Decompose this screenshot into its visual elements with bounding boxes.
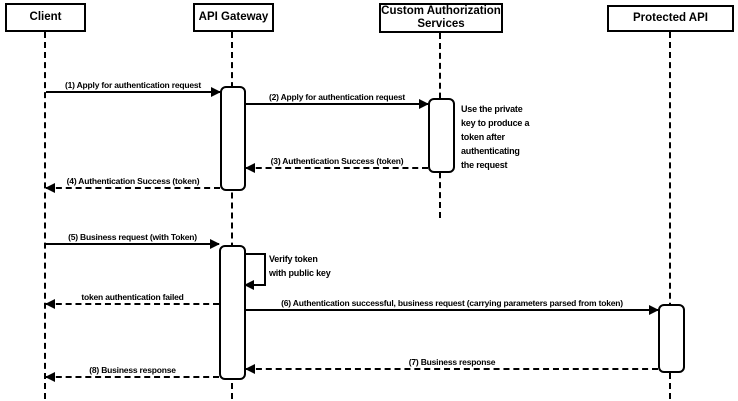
self-message-verify-token <box>244 253 266 290</box>
message-token-failed-line <box>46 303 219 305</box>
message-6-line <box>246 309 658 311</box>
arrowhead-left-icon <box>45 372 55 382</box>
arrowhead-left-icon <box>245 364 255 374</box>
arrowhead-left-icon <box>45 299 55 309</box>
actor-custom-auth: Custom Authorization Services <box>379 3 503 33</box>
message-2-label: (2) Apply for authentication request <box>268 92 406 102</box>
lifeline-api-gateway <box>231 32 233 399</box>
activation-custom-auth <box>428 98 455 173</box>
actor-api-gateway-label: API Gateway <box>198 10 269 23</box>
message-8-label: (8) Business response <box>89 365 176 375</box>
message-6-label: (6) Authentication successful, business … <box>281 298 623 308</box>
arrowhead-right-icon <box>210 239 220 249</box>
message-5-line <box>46 243 219 245</box>
message-3-label: (3) Authentication Success (token) <box>270 156 404 166</box>
message-4-line <box>46 187 220 189</box>
message-4-label: (4) Authentication Success (token) <box>66 176 200 186</box>
message-8-line <box>46 376 219 378</box>
message-token-failed-label: token authentication failed <box>81 292 184 302</box>
message-3-line <box>246 167 428 169</box>
message-7-label: (7) Business response <box>408 357 496 367</box>
message-5-label: (5) Business request (with Token) <box>68 232 197 242</box>
arrowhead-right-icon <box>419 99 429 109</box>
actor-client: Client <box>5 3 86 32</box>
note-private-key: Use the private key to produce a token a… <box>461 104 530 170</box>
actor-protected-api: Protected API <box>607 5 734 32</box>
activation-api-gateway-2 <box>219 245 246 380</box>
message-1-line <box>46 91 220 93</box>
actor-custom-auth-label: Custom Authorization Services <box>381 4 501 30</box>
actor-api-gateway: API Gateway <box>193 3 274 32</box>
self-message-label: Verify token with public key <box>269 254 331 278</box>
arrowhead-left-icon <box>245 163 255 173</box>
activation-api-gateway-1 <box>220 86 246 191</box>
message-1-label: (1) Apply for authentication request <box>64 80 202 90</box>
arrowhead-right-icon <box>211 87 221 97</box>
actor-protected-api-label: Protected API <box>633 11 708 24</box>
arrowhead-left-icon <box>45 183 55 193</box>
arrowhead-right-icon <box>649 305 659 315</box>
lifeline-client <box>44 32 46 399</box>
lifeline-protected-api <box>669 32 671 399</box>
message-7-line <box>246 368 658 370</box>
arrowhead-left-icon <box>244 280 254 290</box>
actor-client-label: Client <box>29 10 62 23</box>
message-2-line <box>246 103 428 105</box>
activation-protected-api <box>658 304 685 373</box>
